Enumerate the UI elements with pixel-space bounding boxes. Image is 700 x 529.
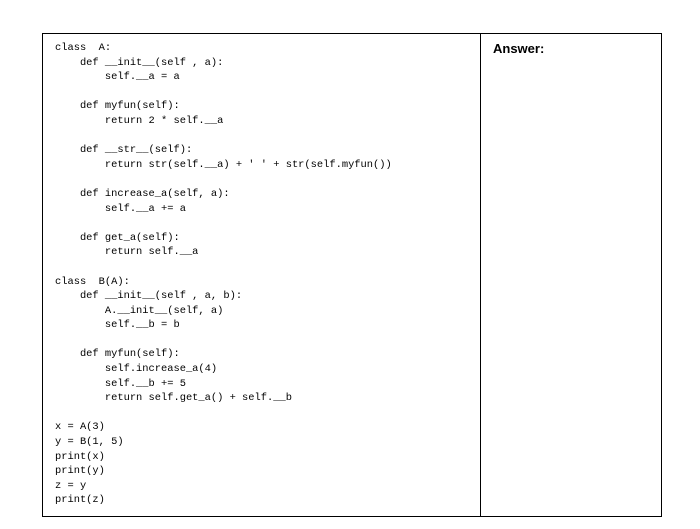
code-line: def __str__(self): [55, 144, 193, 157]
code-line [55, 216, 480, 231]
code-line: self.__b = b [55, 319, 180, 332]
code-line: self.__a += a [55, 202, 186, 215]
code-cell: class A: def __init__(self , a): self.__… [43, 34, 481, 516]
code-line: A.__init__(self, a) [55, 304, 224, 317]
answer-cell[interactable]: Answer: [481, 34, 661, 516]
code-line [55, 260, 480, 275]
code-line: class B(A): [55, 275, 130, 288]
code-line: return self.__a [55, 246, 199, 259]
answer-label: Answer: [493, 41, 545, 56]
code-line: print(z) [55, 494, 105, 507]
code-line: return str(self.__a) + ' ' + str(self.my… [55, 158, 392, 171]
code-line: print(y) [55, 465, 105, 478]
code-line: y = B(1, 5) [55, 436, 124, 449]
code-line [55, 129, 480, 144]
code-line: print(x) [55, 450, 105, 463]
code-line: z = y [55, 479, 87, 492]
code-line: self.__a = a [55, 71, 180, 84]
code-line: def increase_a(self, a): [55, 187, 230, 200]
code-line: def get_a(self): [55, 231, 180, 244]
code-line: def myfun(self): [55, 100, 180, 113]
code-line: self.__b += 5 [55, 377, 186, 390]
code-line: return self.get_a() + self.__b [55, 392, 292, 405]
code-line: x = A(3) [55, 421, 105, 434]
code-line: class A: [55, 42, 112, 54]
code-line: def myfun(self): [55, 348, 180, 361]
code-line [55, 172, 480, 187]
code-line [55, 85, 480, 100]
code-line [55, 406, 480, 421]
code-line: def __init__(self , a, b): [55, 290, 243, 303]
code-line: return 2 * self.__a [55, 114, 224, 127]
question-table: class A: def __init__(self , a): self.__… [42, 33, 662, 517]
code-line: def __init__(self , a): [55, 56, 224, 69]
code-line: self.increase_a(4) [55, 363, 218, 376]
code-line [55, 333, 480, 348]
